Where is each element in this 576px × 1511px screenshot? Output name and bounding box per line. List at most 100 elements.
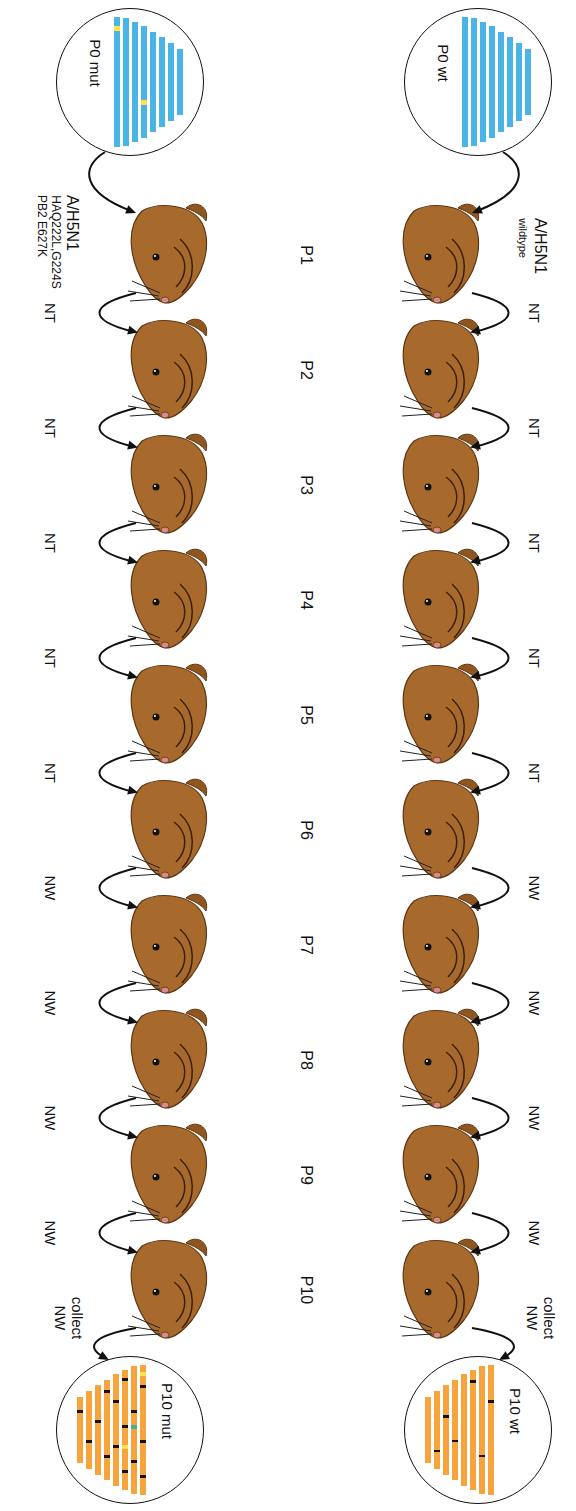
mutation-mark bbox=[86, 1440, 92, 1443]
passage-label: P7 bbox=[297, 935, 315, 955]
mutation-mark bbox=[122, 1445, 128, 1449]
transfer-label: NT bbox=[526, 418, 543, 438]
segment-bar bbox=[489, 26, 495, 138]
ferret-head bbox=[400, 319, 479, 418]
segment-bar bbox=[114, 17, 120, 147]
passage-label: P5 bbox=[297, 705, 315, 725]
transfer-arrow bbox=[99, 293, 138, 335]
segment-bar bbox=[462, 17, 468, 147]
mutation-mark bbox=[122, 1470, 128, 1473]
mutation-mark bbox=[113, 1445, 119, 1448]
transfer-label: NW bbox=[42, 875, 59, 900]
mutation-mark bbox=[140, 1440, 146, 1443]
collection-label: collect NW bbox=[52, 1288, 85, 1348]
transfer-arrow bbox=[470, 1213, 509, 1255]
transfer-arrow bbox=[470, 293, 509, 335]
ferret-column bbox=[400, 204, 479, 1338]
ferret-head bbox=[128, 319, 207, 418]
mutation-mark bbox=[140, 1475, 146, 1478]
segment-bar bbox=[516, 43, 522, 121]
sample-circle: P0 wt bbox=[404, 8, 552, 156]
transfer-arrow bbox=[99, 638, 138, 680]
segment-bar bbox=[525, 49, 531, 115]
sample-circle: P0 mut bbox=[56, 8, 204, 156]
segment-bar bbox=[159, 37, 165, 127]
passage-label: P10 bbox=[297, 1276, 315, 1304]
segment-bar bbox=[480, 22, 486, 142]
sample-label: P0 wt bbox=[435, 44, 452, 82]
transfer-label: NT bbox=[42, 418, 59, 438]
transfer-arrow bbox=[99, 1213, 138, 1255]
sample-circle: P10 wt bbox=[404, 1356, 552, 1504]
ferret-head bbox=[128, 204, 207, 303]
ferret-head bbox=[400, 894, 479, 993]
ferret-head bbox=[128, 1124, 207, 1223]
transfer-arrow bbox=[470, 523, 509, 565]
collection-label: collect NW bbox=[524, 1297, 557, 1340]
ferret-head bbox=[128, 1239, 207, 1338]
virus-label: A/H5N1 bbox=[63, 195, 81, 251]
arrow-line bbox=[94, 1328, 136, 1357]
transfer-label: NT bbox=[526, 303, 543, 323]
segment-bar bbox=[122, 1370, 128, 1490]
passage-label: P6 bbox=[297, 820, 315, 840]
segment-bar bbox=[471, 18, 477, 146]
segment-bar bbox=[177, 49, 183, 115]
mutation-mark bbox=[131, 1410, 137, 1413]
passage-label: P4 bbox=[297, 590, 315, 610]
ferret-head bbox=[400, 434, 479, 533]
mutation-mark bbox=[114, 26, 120, 31]
mutation-mark bbox=[113, 1400, 119, 1403]
ferret-head bbox=[400, 1009, 479, 1108]
transfer-label: NT bbox=[42, 533, 59, 553]
strain-label: wildtype bbox=[517, 218, 529, 258]
segment-bar bbox=[95, 1385, 101, 1475]
transfer-label: NW bbox=[526, 990, 543, 1015]
mutation-mark bbox=[141, 100, 147, 105]
segment-bar bbox=[498, 32, 504, 132]
transfer-label: NT bbox=[42, 648, 59, 668]
ferret-head bbox=[400, 1239, 479, 1338]
ferret-head bbox=[128, 434, 207, 533]
mutation-mark bbox=[140, 1372, 146, 1376]
arrow-head bbox=[125, 205, 136, 213]
segment-bar bbox=[470, 1370, 476, 1490]
transfer-label: NT bbox=[526, 648, 543, 668]
transfer-arrow bbox=[99, 523, 138, 565]
transfer-arrow bbox=[470, 753, 509, 795]
transfer-label: NW bbox=[42, 990, 59, 1015]
mutation-label: PB2 E627K bbox=[34, 195, 47, 257]
ferret-head bbox=[128, 1009, 207, 1108]
sample-circle: P10 mut bbox=[56, 1356, 204, 1504]
segment-bar bbox=[131, 1366, 137, 1494]
arrow-line bbox=[89, 152, 131, 211]
segment-bar bbox=[150, 32, 156, 132]
virus-label: A/H5N1 bbox=[531, 218, 549, 274]
mutation-mark bbox=[488, 1400, 494, 1403]
mutation-mark bbox=[95, 1420, 101, 1423]
mutation-marks bbox=[434, 1380, 494, 1457]
passage-label: P3 bbox=[297, 475, 315, 495]
transfer-label: NW bbox=[42, 1220, 59, 1245]
segment-bar bbox=[104, 1380, 110, 1480]
mutation-mark bbox=[104, 1390, 110, 1393]
mutation-marks bbox=[77, 1378, 146, 1478]
ferret-head bbox=[400, 204, 479, 303]
mutation-label: HAQ222L,G224S bbox=[48, 195, 61, 288]
segment-bar bbox=[86, 1391, 92, 1469]
segment-bar bbox=[168, 43, 174, 121]
segment-bar bbox=[425, 1397, 431, 1463]
segment-bar bbox=[443, 1385, 449, 1475]
ferret-head bbox=[128, 779, 207, 878]
passage-label: P2 bbox=[297, 360, 315, 380]
segment-bar bbox=[77, 1397, 83, 1463]
transfer-arrow bbox=[99, 868, 138, 910]
arrow-head bbox=[98, 1351, 109, 1360]
mutation-mark bbox=[470, 1380, 476, 1383]
mutation-mark bbox=[479, 1455, 485, 1457]
transfer-label: NT bbox=[42, 303, 59, 323]
ferret-head bbox=[400, 664, 479, 763]
transfer-label: NW bbox=[42, 1105, 59, 1130]
